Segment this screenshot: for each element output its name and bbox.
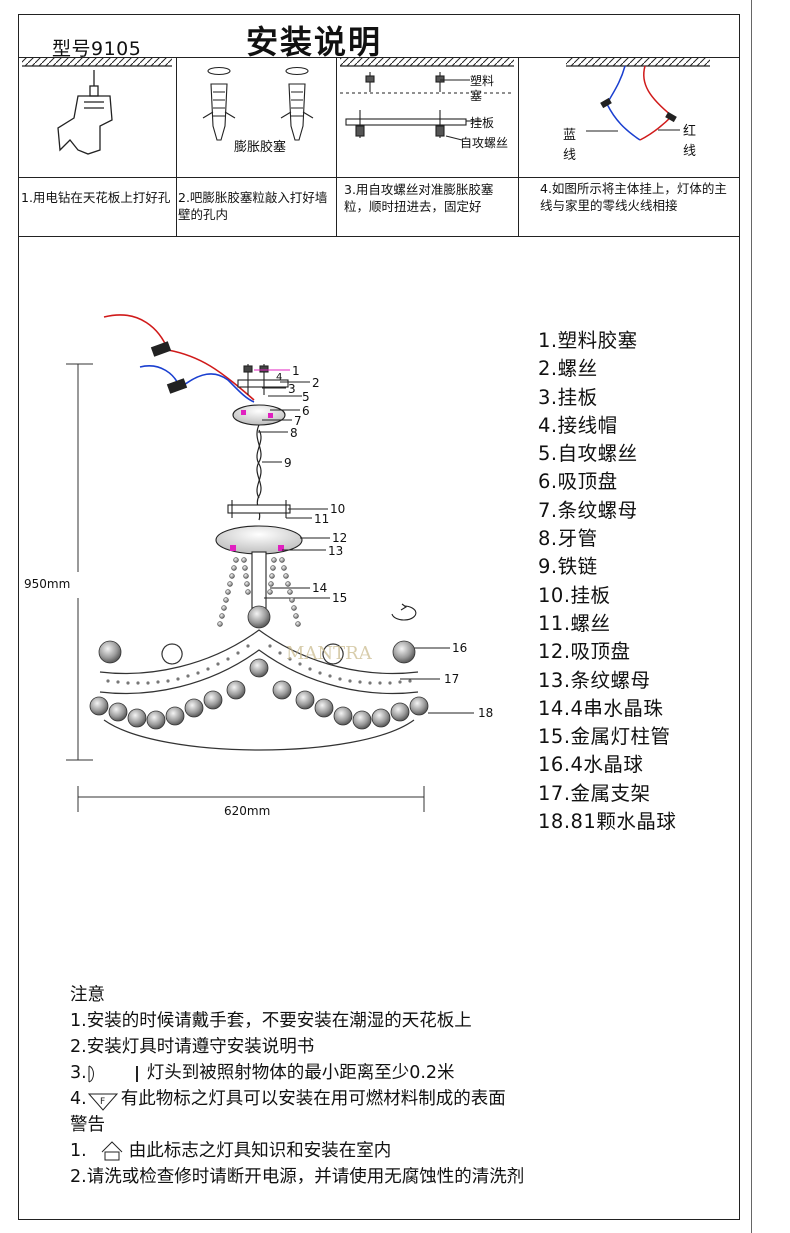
callout-18: 18	[478, 706, 494, 720]
width-dimension: 620mm	[224, 804, 271, 818]
callout-9: 9	[284, 456, 292, 470]
notes-section: 注意 1.安装的时候请戴手套，不要安装在潮湿的天花板上 2.安装灯具时请遵守安装…	[70, 982, 524, 1190]
warning-text: 由此标志之灯具知识和安装在室内	[128, 1141, 392, 1161]
warning-item: 2.请洗或检查修时请断开电源，并请使用无腐蚀性的清洗剂	[70, 1167, 525, 1187]
warning-title: 警告	[70, 1115, 105, 1135]
hanging-plate-label: 挂板	[470, 116, 495, 130]
step-2-text: 2.吧膨胀胶塞粒敲入打好墙壁的孔内	[178, 190, 328, 222]
rotation-arrow-icon	[391, 603, 417, 621]
self-tapping-screw-label: 自攻螺丝	[460, 136, 509, 150]
callout-leaders	[254, 369, 474, 714]
callout-13: 13	[328, 544, 344, 558]
callout-5: 5	[302, 390, 310, 404]
callout-8: 8	[290, 426, 298, 440]
parts-list-item: 4.接线帽	[538, 413, 618, 437]
caution-text: 有此物标之灯具可以安装在用可燃材料制成的表面	[120, 1089, 506, 1109]
table-mid-line	[18, 177, 740, 178]
page-title: 安装说明	[246, 23, 383, 61]
caution-item: 2.安装灯具时请遵守安装说明书	[70, 1037, 315, 1057]
caution-number: 4.	[70, 1089, 87, 1109]
parts-list-item: 16.4水晶球	[538, 753, 644, 777]
table-bottom-line	[18, 236, 740, 237]
red-wire-label: 红线	[683, 124, 697, 159]
callout-11: 11	[314, 512, 330, 526]
flammable-surface-icon: F	[87, 1093, 119, 1111]
parts-list-item: 7.条纹螺母	[538, 498, 638, 522]
parts-list-item: 10.挂板	[538, 583, 611, 607]
caution-text: 灯头到被照射物体的最小距离至少0.2米	[146, 1063, 455, 1083]
warning-number: 1.	[70, 1141, 87, 1161]
wiring-diagram	[586, 65, 680, 141]
caution-title: 注意	[70, 985, 105, 1005]
indoor-use-icon	[101, 1141, 123, 1161]
parts-list-item: 2.螺丝	[538, 357, 598, 381]
caution-number: 3.	[70, 1063, 87, 1083]
callout-14: 14	[312, 581, 328, 595]
watermark: MANTRA	[286, 643, 372, 664]
crystal-balls	[89, 605, 429, 730]
hanging-plate-icon	[340, 72, 514, 141]
parts-list-item: 12.吸顶盘	[538, 640, 631, 664]
warning-item: 1. 由此标志之灯具知识和安装在室内	[70, 1138, 524, 1164]
dimension-lines	[66, 363, 425, 812]
callout-16: 16	[452, 641, 468, 655]
canopy	[215, 500, 303, 555]
step-4-text: 4.如图所示将主体挂上，灯体的主线与家里的零线火线相接	[540, 181, 727, 213]
crystal-strands	[217, 557, 301, 627]
parts-list-item: 6.吸顶盘	[538, 470, 618, 494]
parts-list-item: 8.牙管	[538, 527, 598, 551]
callout-1: 1	[292, 364, 300, 378]
lamp-distance-icon	[88, 1065, 138, 1083]
frame-beading	[106, 644, 412, 685]
document-frame	[18, 14, 740, 1220]
svg-text:F: F	[100, 1097, 105, 1107]
callout-7: 7	[294, 414, 302, 428]
ceiling-hatch	[22, 58, 710, 67]
callout-3: 3	[288, 382, 296, 396]
expansion-plug-icon	[202, 66, 314, 141]
callout-2: 2	[312, 376, 320, 390]
parts-list-item: 15.金属灯柱管	[538, 725, 671, 749]
parts-list-item: 9.铁链	[538, 555, 598, 579]
parts-list-item: 18.81颗水晶球	[538, 810, 677, 834]
table-col-divider	[336, 57, 337, 236]
parts-list-item: 1.塑料胶塞	[538, 329, 638, 352]
callout-15: 15	[332, 591, 348, 605]
caution-item: 1.安装的时候请戴手套，不要安装在潮湿的天花板上	[70, 1011, 472, 1031]
height-dimension: 950mm	[24, 577, 71, 591]
table-col-divider	[518, 57, 519, 236]
table-col-divider	[176, 57, 177, 236]
blue-wire-label: 蓝线	[563, 128, 577, 163]
parts-list-item: 17.金属支架	[538, 781, 651, 805]
callout-17: 17	[444, 672, 460, 686]
caution-item: 3. 灯头到被照射物体的最小距离至少0.2米	[70, 1060, 524, 1086]
step-1-text: 1.用电钻在天花板上打好孔	[21, 190, 171, 205]
callout-10: 10	[330, 502, 346, 516]
metal-frame	[99, 629, 419, 751]
callout-4: 4	[276, 372, 283, 383]
parts-list-item: 5.自攻螺丝	[538, 442, 638, 466]
parts-list-item: 13.条纹螺母	[538, 668, 651, 692]
parts-list-item: 3.挂板	[538, 385, 598, 409]
callout-6: 6	[302, 404, 310, 418]
metal-pole	[251, 551, 267, 613]
caution-item: 4. 有此物标之灯具可以安装在用可燃材料制成的表面	[70, 1086, 524, 1112]
callout-12: 12	[332, 531, 348, 545]
parts-list-item: 11.螺丝	[538, 611, 611, 635]
expansion-plug-label: 膨胀胶塞	[234, 140, 287, 155]
table-top-line	[18, 57, 740, 58]
page-edge-line	[751, 0, 752, 1233]
parts-list: 1.塑料胶塞 2.螺丝 3.挂板 4.接线帽 5.自攻螺丝 6.吸顶盘 7.条纹…	[538, 327, 676, 836]
parts-list-item: 14.4串水晶珠	[538, 696, 664, 720]
drill-icon	[57, 70, 113, 155]
step-3-text: 3.用自攻螺丝对准膨胀胶塞粒，顺时扭进去，固定好	[344, 182, 494, 214]
model-number: 型号9105	[52, 38, 142, 60]
chandelier-wires	[103, 314, 255, 403]
